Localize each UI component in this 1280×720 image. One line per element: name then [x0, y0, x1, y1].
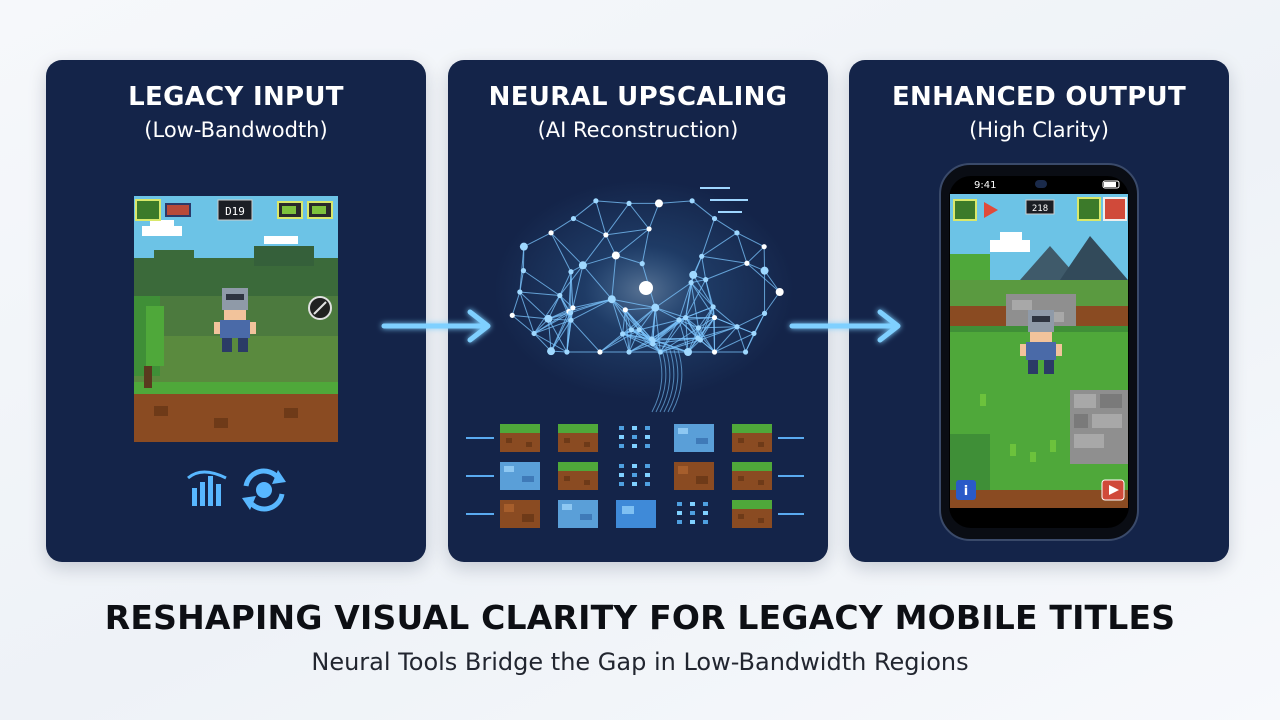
- hud-flag-icon: [984, 202, 998, 218]
- panel-title: NEURAL UPSCALING: [488, 82, 788, 112]
- panel-subtitle: (AI Reconstruction): [537, 118, 739, 142]
- panel-title: ENHANCED OUTPUT: [892, 82, 1186, 112]
- panel-legacy-input: LEGACY INPUT (Low-Bandwodth): [46, 60, 426, 562]
- tile-grid: [466, 424, 804, 528]
- refresh-sync-icon: [242, 468, 286, 512]
- info-button[interactable]: i: [956, 480, 976, 500]
- hud-life-icon: [135, 199, 161, 221]
- headline: RESHAPING VISUAL CLARITY FOR LEGACY MOBI…: [104, 598, 1176, 637]
- legacy-game-illustration: D19: [134, 196, 338, 512]
- hud-counter: D19: [225, 205, 245, 218]
- panel-enhanced-output: ENHANCED OUTPUT (High Clarity) 9:41: [849, 60, 1229, 562]
- hud-counter: 218: [1032, 204, 1048, 214]
- signal-bars-icon: [187, 470, 227, 506]
- subheadline: Neural Tools Bridge the Gap in Low-Bandw…: [311, 648, 969, 676]
- play-button[interactable]: [1101, 479, 1125, 501]
- neural-brain-icon: [509, 198, 784, 413]
- panel-neural-upscaling: NEURAL UPSCALING (AI Reconstruction): [448, 60, 828, 562]
- panel-subtitle: (Low-Bandwodth): [144, 118, 328, 142]
- phone-time: 9:41: [974, 180, 996, 191]
- info-icon: i: [964, 484, 968, 499]
- panel-subtitle: (High Clarity): [969, 118, 1109, 142]
- phone-illustration: 9:41: [939, 163, 1139, 541]
- hud-life-icon: [953, 199, 977, 221]
- play-icon: [1109, 485, 1119, 495]
- neural-brain-illustration: [466, 180, 804, 528]
- panel-title: LEGACY INPUT: [128, 82, 344, 112]
